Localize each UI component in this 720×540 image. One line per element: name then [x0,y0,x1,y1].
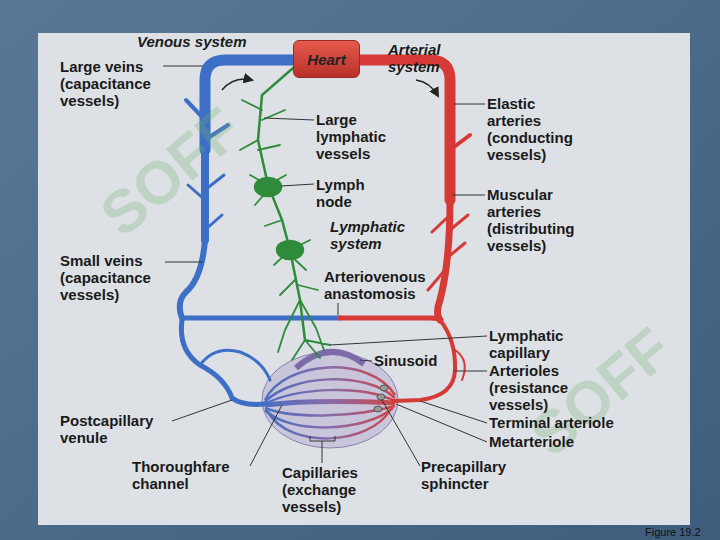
vessel-label: Large veins (capacitance vessels) [60,58,168,109]
artery-branch [447,243,465,258]
vessel-label: Small veins (capacitance vessels) [60,252,168,303]
anastomosis-venous [182,316,340,321]
vessel-label: Thoroughfare channel [132,458,250,492]
vessel-label: Precapillary sphincter [421,458,531,492]
vessel-label: Metarteriole [489,433,609,450]
node-text: Heart [307,51,345,68]
heart-box: Heart [293,40,360,78]
flow-arrow [222,79,252,90]
vessel-label: Terminal arteriole [489,414,649,431]
lymph-node-shape [255,178,281,196]
artery-branch [450,135,470,150]
leader-line [281,184,314,186]
leader-line [165,262,203,263]
artery-branch [450,215,468,230]
leader-line [452,195,485,196]
leader-line [455,371,487,372]
leader-line [338,303,339,315]
artery-branch [432,215,450,232]
vessel-label: Postcapillary venule [60,412,172,446]
capillary-bracket [310,436,335,463]
vessel-label: Muscular arteries (distributing vessels) [487,186,595,254]
anastomosis-arterial [340,318,440,320]
sphincter [377,394,385,400]
vessel-label: Lymphatic capillary [489,327,584,361]
leader-line [360,360,372,361]
sphincter [374,406,382,412]
thoroughfare-channel [265,402,395,405]
artery-branch [428,270,445,290]
leader-line [163,66,203,67]
sinusoid-vessel [296,352,364,368]
capillary [265,408,393,427]
vessel-label: Capillaries (exchange vessels) [282,464,377,515]
vessel-label: Arterioles (resistance vessels) [489,362,589,413]
vessel-label: Lymph node [316,176,376,210]
lymphatic-trunk [258,62,305,340]
vessel-label: Elastic arteries (conducting vessels) [487,95,587,163]
figure-caption: Figure 19.2 [645,526,701,539]
flow-arrow [416,80,438,96]
arteriole-branch [455,350,465,380]
capillary [268,410,390,438]
leader-line [454,104,485,105]
leader-line [250,405,282,466]
leader-line [382,400,420,466]
vessel-label: Large lymphatic vessels [316,111,396,162]
lymph-node-shape [277,241,303,259]
system-title: Lymphatic system [330,218,430,252]
system-title: Arterial system [388,41,463,75]
capillary [265,390,395,404]
leader-line [264,118,314,120]
panel [38,33,690,525]
sphincter [380,385,388,391]
vein-branch [205,215,222,230]
vessel-label: Arteriovenous anastomosis [324,268,449,302]
venule [200,350,270,380]
capillary [265,406,395,415]
leader-line [396,404,487,442]
postcapillary-venule [181,320,265,404]
leader-line [420,401,487,423]
leader-line [330,336,487,345]
flow-arrows [222,79,438,96]
vessel-label: Sinusoid [374,352,454,369]
leader-line [172,400,232,421]
system-title: Venous system [137,33,287,50]
small-vein [180,240,205,318]
